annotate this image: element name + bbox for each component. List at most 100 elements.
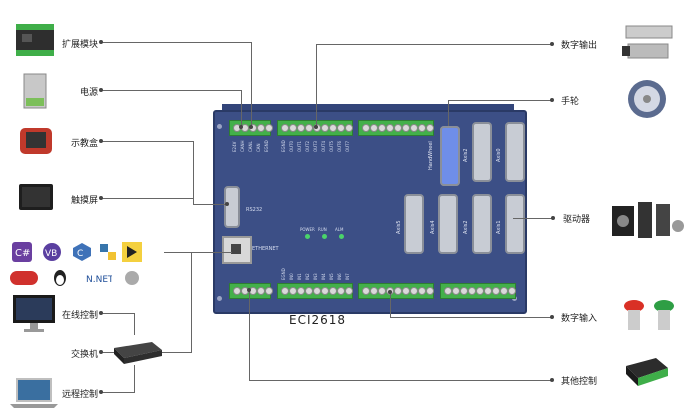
pin-label: IN4 [321,273,326,280]
pin-label: CAN [256,143,261,152]
controller-top-edge [222,104,514,112]
led-label-power: POWER [300,227,315,232]
connector-dot [99,350,103,354]
power-led [305,234,310,239]
pin-label: OUT5 [329,140,334,152]
ethernet-label: ETHERNET [252,246,279,252]
online-control-label: 在线控制 [62,311,99,321]
solenoid-valve-icon [620,20,680,68]
connector-line [193,198,194,205]
pin-label: OUT2 [305,140,310,152]
connector-line [100,141,194,142]
connector-dot [99,196,103,200]
io-module-icon [622,354,672,394]
pin-label: IN2 [305,273,310,280]
connector-line [316,44,317,127]
axis-label: Axis4 [430,220,436,234]
connector-line [100,352,114,353]
ethernet-port [222,236,252,264]
connector-line [134,313,135,335]
connector-line [100,90,242,91]
handwheel-label: 手轮 [561,97,580,107]
connector-dot [551,216,555,220]
pin-label: IN1 [297,273,302,280]
axis-connector [472,122,492,182]
axis-connector [505,194,525,254]
connector-dot [314,125,318,129]
connector-dot [550,315,554,319]
pin-label: IN5 [329,273,334,280]
pin-label: CANL [248,141,253,152]
handwheel-icon [626,78,668,124]
csharp-logo-icon: C# [12,242,32,266]
cpp-logo-icon: C [72,242,92,266]
touch-screen-icon [18,183,54,215]
digital-output-label: 数字输出 [561,41,598,51]
axis-label: Axis5 [396,220,402,234]
connector-dot [388,290,392,294]
expansion-module-icon [14,22,56,62]
connector-line [100,313,134,314]
connector-dot [249,125,253,129]
driver-label: 驱动器 [563,215,591,225]
input-terminal-3 [440,283,516,299]
pin-label: EGND [281,140,286,152]
connector-dot [247,288,251,292]
axis-connector [438,194,458,254]
connector-line [448,100,449,126]
svg-text:VB: VB [45,249,57,259]
pin-label: OUT3 [313,140,318,152]
rs232-connector [224,186,240,228]
connector-line [249,290,250,381]
push-button-icon [620,296,680,340]
axis-label: Axis1 [496,220,502,234]
pin-label: IN7 [345,273,350,280]
connector-line [100,42,252,43]
mount-hole [217,296,222,301]
connector-dot [550,378,554,382]
axis-label: Axis2 [463,148,469,162]
expansion-module-label: 扩展模块 [62,40,99,50]
teach-pendant-icon [18,126,54,160]
connector-dot [99,40,103,44]
connector-line [241,90,242,127]
rs232-label: RS232 [246,207,263,213]
connector-dot [225,202,229,206]
axis-connector [505,122,525,182]
laptop-icon [8,376,60,414]
connector-line [100,198,194,199]
connector-line [191,252,192,353]
desktop-monitor-icon [12,294,56,338]
delphi-logo-icon [10,270,38,289]
connector-dot [550,98,554,102]
axis-connector [404,194,424,254]
run-led [322,234,327,239]
power-supply-icon [20,72,50,114]
apple-logo-icon [124,268,140,290]
input-terminal-2 [358,283,434,299]
pin-label: IN6 [337,273,342,280]
pin-label: OUT6 [337,140,342,152]
connector-dot [232,250,236,254]
connector-dot [99,311,103,315]
led-label-run: RUN [318,227,327,232]
connector-line [162,352,192,353]
connector-line [316,44,552,45]
pin-label: OUT0 [289,140,294,152]
mount-hole [217,124,222,129]
pin-label: CANH [240,140,245,152]
output-terminal-2 [358,120,434,136]
connector-line [249,380,552,381]
connector-line [513,218,553,219]
axis-connector [472,194,492,254]
pin-label: EGND [281,268,286,280]
axis-label: Axis0 [496,148,502,162]
pin-label: IN3 [313,273,318,280]
pin-label: OUT7 [345,140,350,152]
connector-line [448,100,552,101]
connector-dot [239,125,243,129]
power-supply-label: 电源 [80,88,99,98]
connector-line [390,317,552,318]
other-control-label: 其他控制 [561,377,598,387]
pin-label: EGND [264,140,269,152]
